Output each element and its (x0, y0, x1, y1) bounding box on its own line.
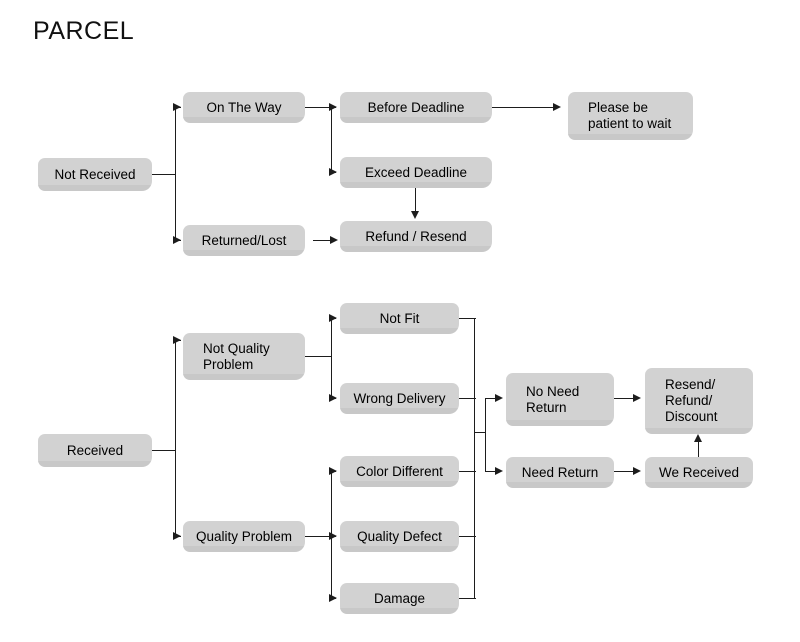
arrowhead-color-different (329, 467, 337, 475)
connector-wrong-delivery-merge (459, 398, 476, 400)
node-label: Received (66, 442, 124, 458)
arrowhead-we-received (633, 467, 641, 475)
arrowhead-not-fit (329, 314, 337, 322)
node-label: Quality Problem (195, 528, 293, 544)
node-no-need-return[interactable]: No Need Return (506, 373, 614, 426)
arrowhead-resend-refund-discount-a (633, 394, 641, 402)
page-title: PARCEL (33, 17, 135, 45)
arrowhead-quality-problem (173, 532, 181, 540)
connector-return-split-bus (485, 398, 487, 472)
connector-color-different-merge (459, 471, 476, 473)
connector-not-received-stem (152, 174, 176, 176)
connector-exceed-to-refund (415, 188, 417, 213)
arrowhead-on-the-way (173, 103, 181, 111)
connector-issues-collector-bus (474, 318, 476, 599)
connector-not-quality-stem (305, 356, 332, 358)
connector-no-need-return-to-resend (614, 398, 636, 400)
node-wrong-delivery[interactable]: Wrong Delivery (340, 383, 459, 414)
node-not-fit[interactable]: Not Fit (340, 303, 459, 334)
connector-we-received-to-resend (698, 442, 700, 458)
connector-received-bus (175, 340, 177, 537)
connector-returned-lost-to-refund (313, 240, 334, 242)
arrowhead-returned-lost (173, 236, 181, 244)
node-label: Please be patient to wait (588, 100, 672, 131)
node-label: Exceed Deadline (364, 164, 468, 180)
node-label: Damage (373, 590, 426, 606)
node-resend-refund-discount[interactable]: Resend/ Refund/ Discount (645, 368, 753, 434)
connector-to-need-return (485, 471, 498, 473)
arrowhead-wrong-delivery (329, 394, 337, 402)
arrowhead-not-quality-problem (173, 336, 181, 344)
arrowhead-resend-refund-discount-b (694, 434, 702, 442)
node-quality-problem[interactable]: Quality Problem (183, 521, 305, 552)
node-before-deadline[interactable]: Before Deadline (340, 92, 492, 123)
connector-on-the-way-stem (305, 107, 332, 109)
connector-collector-stem (474, 432, 486, 434)
connector-not-received-bus (175, 107, 177, 241)
connector-damage-merge (459, 598, 476, 600)
arrowhead-need-return (495, 467, 503, 475)
node-not-quality-problem[interactable]: Not Quality Problem (183, 333, 305, 380)
node-label: Need Return (521, 464, 599, 480)
connector-not-quality-bus (331, 318, 333, 399)
node-we-received[interactable]: We Received (645, 457, 753, 488)
node-label: Refund / Resend (365, 228, 467, 244)
connector-not-fit-merge (459, 318, 476, 320)
node-exceed-deadline[interactable]: Exceed Deadline (340, 157, 492, 188)
connector-quality-stem (305, 536, 332, 538)
node-label: On The Way (206, 99, 282, 115)
node-please-be-patient[interactable]: Please be patient to wait (568, 92, 693, 140)
node-label: Returned/Lost (201, 232, 287, 248)
arrowhead-refund-resend-a (330, 236, 338, 244)
node-label: We Received (658, 464, 740, 480)
node-quality-defect[interactable]: Quality Defect (340, 521, 459, 552)
node-label: Wrong Delivery (353, 390, 446, 406)
arrowhead-no-need-return (495, 394, 503, 402)
node-label: Quality Defect (357, 528, 442, 544)
node-label: Color Different (356, 463, 443, 479)
node-damage[interactable]: Damage (340, 583, 459, 614)
node-label: Not Quality Problem (203, 340, 270, 372)
arrowhead-exceed-deadline (329, 168, 337, 176)
connector-quality-defect-merge (459, 536, 476, 538)
node-returned-lost[interactable]: Returned/Lost (183, 225, 305, 256)
node-refund-resend[interactable]: Refund / Resend (340, 221, 492, 252)
connector-on-the-way-bus (331, 107, 333, 173)
node-not-received[interactable]: Not Received (38, 158, 152, 191)
arrowhead-damage (329, 594, 337, 602)
connector-received-stem (152, 450, 176, 452)
node-label: No Need Return (526, 383, 580, 415)
node-color-different[interactable]: Color Different (340, 456, 459, 487)
arrowhead-refund-resend-b (411, 211, 419, 219)
node-label: Not Received (54, 166, 136, 182)
connector-to-no-need-return (485, 398, 498, 400)
node-label: Resend/ Refund/ Discount (665, 377, 718, 424)
node-received[interactable]: Received (38, 434, 152, 467)
connector-before-deadline-to-wait (492, 107, 556, 109)
node-on-the-way[interactable]: On The Way (183, 92, 305, 123)
node-label: Not Fit (379, 310, 420, 326)
node-label: Before Deadline (367, 99, 465, 115)
arrowhead-before-deadline (329, 103, 337, 111)
arrowhead-quality-defect (329, 532, 337, 540)
connector-need-return-to-we-received (614, 471, 636, 473)
node-need-return[interactable]: Need Return (506, 457, 614, 488)
arrowhead-please-be-patient (553, 103, 561, 111)
